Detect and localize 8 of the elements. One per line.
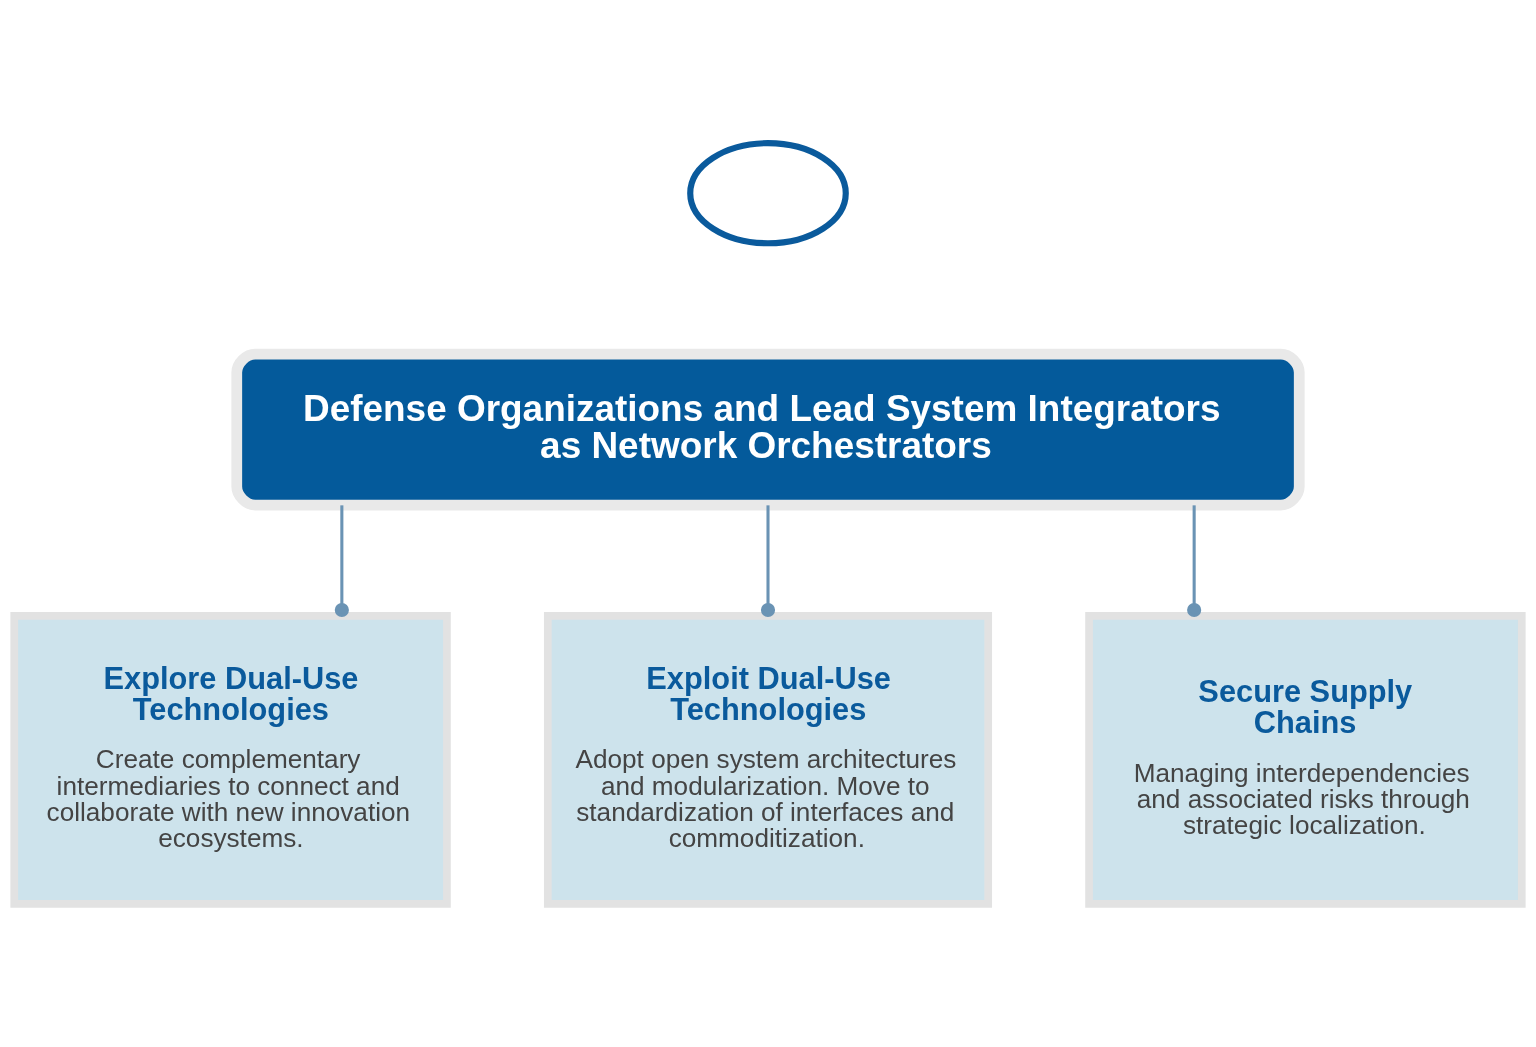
connector — [1187, 505, 1202, 618]
connector — [760, 505, 776, 618]
node-box: Exploit Dual-Use Technologies Adopt open system architectures and modularization. Move to standardization of interfaces and commoditization. — [543, 612, 993, 908]
node-cloud — [687, 140, 849, 247]
node-box: Defense Organizations and Lead System Integrators as Network Orchestrators — [231, 348, 1305, 511]
connector — [334, 505, 349, 618]
node-box: Secure Supply Chains Managing interdependencies and associated risks through strategic localization. — [1085, 612, 1526, 908]
node-box: Explore Dual-Use Technologies Create complementary intermediaries to connect and collaborate with new innovation ecosystems. — [10, 612, 451, 908]
